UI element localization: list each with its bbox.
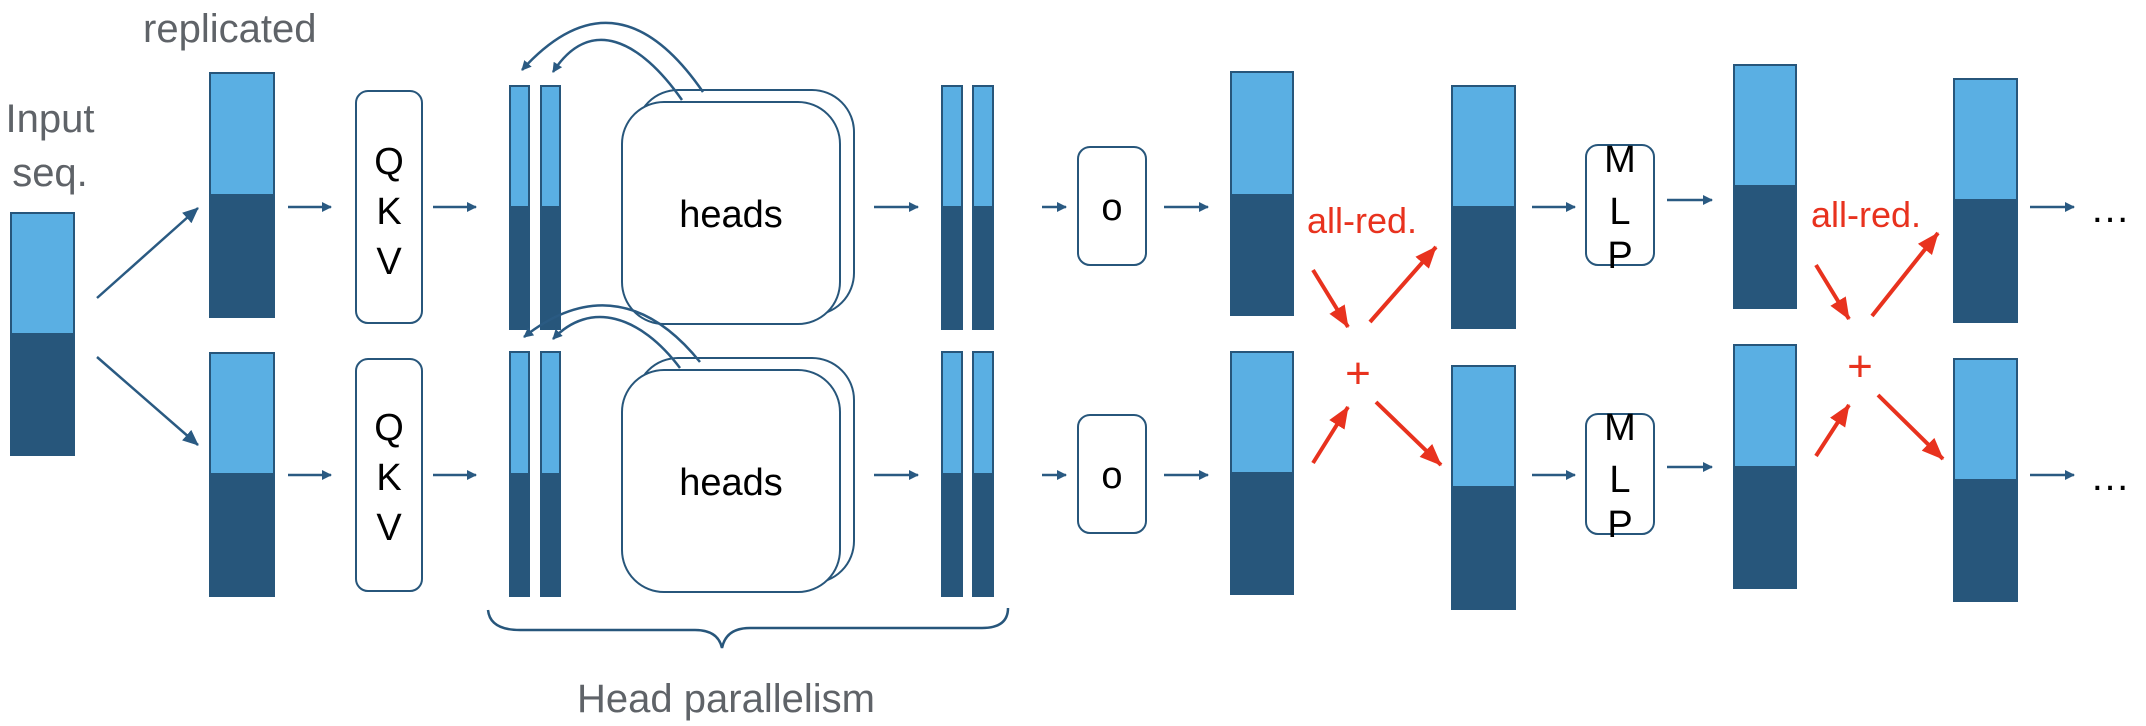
plus-symbol-1: + xyxy=(1345,349,1371,398)
all-reduce-arrow-out-top xyxy=(1870,231,1940,318)
all-reduce-arrow-out-bottom xyxy=(1876,393,1945,461)
partial-mlp-output-top xyxy=(1733,64,1797,309)
qkv-block-top: Q K V xyxy=(355,90,423,324)
all-reduce-label-1: all-red. xyxy=(1307,200,1417,241)
all-reduce-arrow-out-bottom xyxy=(1374,400,1443,467)
mlp-l: L xyxy=(1609,459,1630,501)
heads-label: heads xyxy=(679,462,783,504)
qkv-k: K xyxy=(376,457,401,499)
head-split-top xyxy=(509,85,561,330)
qkv-block-bottom: Q K V xyxy=(355,358,423,592)
head-parallelism-label: Head parallelism xyxy=(577,677,875,721)
replicated-seq-bottom xyxy=(209,352,275,597)
qkv-v: V xyxy=(376,507,402,549)
mlp-m: M xyxy=(1604,407,1636,449)
mlp-m: M xyxy=(1604,139,1636,181)
mlp-block-bottom: M L P xyxy=(1585,407,1655,546)
head-parallelism-brace xyxy=(486,607,1010,649)
qkv-q: Q xyxy=(374,141,404,183)
heads-label: heads xyxy=(679,194,783,236)
plus-symbol-2: + xyxy=(1847,342,1873,391)
ellipsis-top: … xyxy=(2090,187,2130,231)
mlp-block-top: M L P xyxy=(1585,139,1655,277)
o-label: o xyxy=(1101,455,1122,497)
all-reduce-arrow-in-top xyxy=(1311,268,1350,329)
qkv-q: Q xyxy=(374,407,404,449)
o-block-bottom: o xyxy=(1077,414,1147,534)
partial-output-top xyxy=(1230,71,1294,316)
partial-mlp-output-bottom xyxy=(1733,344,1797,589)
heads-block-top: heads xyxy=(621,89,855,325)
all-reduce-arrow-in-top xyxy=(1814,263,1851,321)
replicated-seq-top xyxy=(209,72,275,318)
split-arrow-top xyxy=(96,207,199,299)
all-reduce-label-2: all-red. xyxy=(1811,194,1921,235)
heads-block-bottom: heads xyxy=(621,357,855,593)
head-concat-top xyxy=(941,85,994,330)
partial-output-bottom xyxy=(1230,351,1294,595)
mlp-l: L xyxy=(1609,191,1630,233)
all-reduce-arrow-in-bottom xyxy=(1814,403,1851,458)
mlp-p: P xyxy=(1607,504,1632,546)
mlp-p: P xyxy=(1607,235,1632,277)
loop-arrow xyxy=(551,38,684,101)
final-output-top xyxy=(1953,78,2018,323)
head-concat-bottom xyxy=(941,351,994,597)
reduced-output-top xyxy=(1451,85,1516,329)
o-label: o xyxy=(1101,187,1122,229)
replicated-label: replicated xyxy=(143,7,316,51)
input-label-line2: seq. xyxy=(12,151,88,195)
ellipsis-bottom: … xyxy=(2090,455,2130,499)
qkv-v: V xyxy=(376,241,402,283)
head-split-bottom xyxy=(509,351,561,597)
loop-arrow xyxy=(523,304,701,363)
input-label-line1: Input xyxy=(6,97,95,141)
loop-arrow xyxy=(521,21,705,93)
loop-arrow xyxy=(552,315,681,369)
qkv-k: K xyxy=(376,191,401,233)
all-reduce-arrow-out-top xyxy=(1368,245,1438,324)
o-block-top: o xyxy=(1077,146,1147,266)
reduced-output-bottom xyxy=(1451,365,1516,610)
split-arrow-bottom xyxy=(96,356,199,446)
all-reduce-arrow-in-bottom xyxy=(1311,405,1350,465)
final-output-bottom xyxy=(1953,358,2018,602)
input-sequence-bar xyxy=(10,212,75,456)
